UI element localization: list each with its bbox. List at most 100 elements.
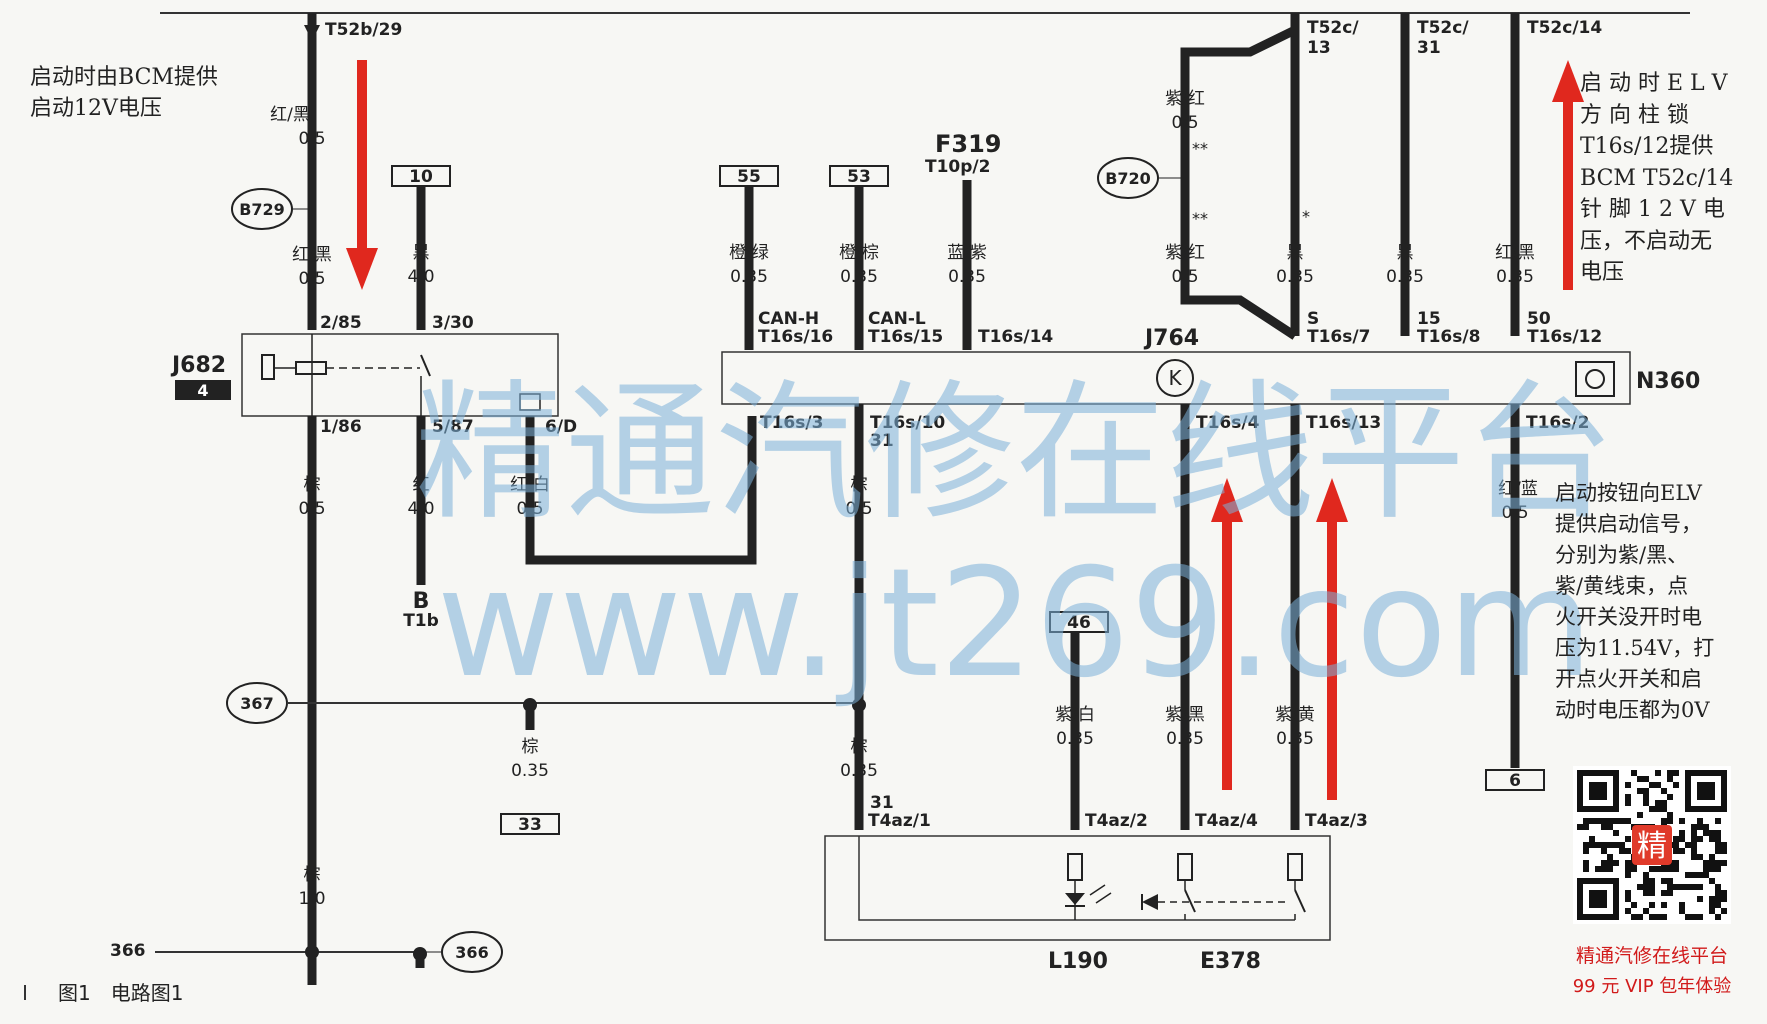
note-bcm-supply: 启动时由BCM提供 启动12V电压 <box>30 65 218 121</box>
wire-label-color: 红/黑 <box>270 105 310 125</box>
ref-box-53: 53 <box>829 165 889 187</box>
wire-label-size: 0.35 <box>840 267 878 287</box>
wire-label-color: 紫/黄 <box>1275 705 1315 725</box>
wire-label-color: 紫/红 <box>1165 89 1205 109</box>
svg-text:B720: B720 <box>1105 169 1151 188</box>
wire-6d <box>525 416 757 565</box>
wire-label-color: 紫/红 <box>1165 243 1205 263</box>
conn-t52c13-b: 13 <box>1307 38 1331 58</box>
wire-label-size: 0.35 <box>1276 729 1314 749</box>
marker-stars: ** <box>1192 209 1208 228</box>
wire-label-size: 0.35 <box>840 761 878 781</box>
pin-t16s8: T16s/8 <box>1417 327 1480 347</box>
junction <box>413 947 427 961</box>
pin-t16s10: T16s/10 <box>870 413 945 433</box>
pin-285: 2/85 <box>320 313 362 333</box>
label-can-l: CAN-L <box>868 309 926 329</box>
label-can-h: CAN-H <box>758 309 819 329</box>
pin-t4az1: T4az/1 <box>868 811 931 831</box>
qr-caption-2: 99 元 VIP 包年体验 <box>1573 976 1732 997</box>
red-arrow-up-elv <box>1552 60 1584 290</box>
junction <box>305 945 319 959</box>
wire-label-size: 0.5 <box>1501 503 1528 523</box>
pin-t4az2: T4az/2 <box>1085 811 1148 831</box>
red-arrow-down <box>346 60 378 290</box>
pin-t16s12: T16s/12 <box>1527 327 1602 347</box>
wire-label-size: 0.5 <box>1171 113 1198 133</box>
pin-t4az3: T4az/3 <box>1305 811 1368 831</box>
svg-text:55: 55 <box>737 167 761 187</box>
node-366-right: 366 <box>420 931 503 973</box>
ref-box-6: 6 <box>1485 769 1545 791</box>
pin-t16s2: T16s/2 <box>1526 413 1589 433</box>
junction <box>852 698 866 712</box>
component-j682: J682 <box>170 353 226 378</box>
component-l190: L190 <box>1048 949 1108 974</box>
wire-label-size: 0.35 <box>1056 729 1094 749</box>
watermark-title: 精通汽修在线平台 <box>415 367 1615 541</box>
wire-label-color: 橙/绿 <box>729 243 769 263</box>
wire-label-color: 黑 <box>1287 243 1304 263</box>
wire-label-color: 棕 <box>304 865 321 885</box>
ref-box-33: 33 <box>500 813 560 835</box>
svg-text:46: 46 <box>1067 613 1091 633</box>
wire-label-color: 红 <box>413 475 430 495</box>
wire-label-size: 0.5 <box>298 269 325 289</box>
wire-label-color: 棕 <box>851 737 868 757</box>
badge-j682: 4 <box>175 380 231 400</box>
wire-label-color: 紫/黑 <box>1165 705 1205 725</box>
marker-star: * <box>1302 207 1310 226</box>
node-b720: B720 <box>1097 157 1185 199</box>
pin-15: 15 <box>1417 309 1441 329</box>
pin-t16s13: T16s/13 <box>1306 413 1381 433</box>
pin-587: 5/87 <box>432 417 474 437</box>
watermark-url: www.jt269.com <box>437 537 1594 711</box>
wire-label-size: 0.5 <box>1171 267 1198 287</box>
svg-text:6: 6 <box>1509 771 1521 791</box>
wire-label-size: 4.0 <box>407 267 434 287</box>
wire-label-color: 红/黑 <box>292 245 332 265</box>
component-b: B <box>413 589 430 614</box>
wire-label-color: 黑 <box>1397 243 1414 263</box>
svg-text:10: 10 <box>409 167 433 187</box>
figure-caption: 图1 电路图1 <box>58 981 183 1005</box>
svg-text:4: 4 <box>197 381 208 400</box>
wire-purple-red <box>1180 25 1298 340</box>
wire-label-size: 0.5 <box>845 499 872 519</box>
wire-label-color: 蓝/紫 <box>947 243 987 263</box>
component-f319: F319 <box>935 130 1002 158</box>
pin-t16s7: T16s/7 <box>1307 327 1370 347</box>
svg-text:367: 367 <box>240 694 273 713</box>
ref-box-10: 10 <box>391 165 451 187</box>
pin-t16s16: T16s/16 <box>758 327 833 347</box>
wire-label-color: 紫/白 <box>1055 705 1095 725</box>
junction <box>523 698 537 712</box>
module-j764: K <box>721 351 1631 405</box>
wire-label-size: 4.0 <box>407 499 434 519</box>
conn-t52c14: T52c/14 <box>1527 18 1602 38</box>
marker-stars: ** <box>1192 139 1208 158</box>
wire-label-size: 0.5 <box>516 499 543 519</box>
wire-label-color: 黑 <box>413 243 430 263</box>
pin-t16s15: T16s/15 <box>868 327 943 347</box>
pin-t16s4: T16s/4 <box>1196 413 1260 433</box>
wire-label-size: 0.5 <box>298 499 325 519</box>
pin-t16s3: T16s/3 <box>760 413 823 433</box>
conn-t52c13-a: T52c/ <box>1307 18 1359 38</box>
svg-text:366: 366 <box>455 943 488 962</box>
red-arrow-up-signal-2 <box>1316 478 1348 800</box>
wire-label-size: 0.35 <box>1496 267 1534 287</box>
qr-code: 精 <box>1573 766 1731 924</box>
component-b-sub: T1b <box>403 611 439 631</box>
wire-label-color: 红/黑 <box>1495 243 1535 263</box>
relay-j682 <box>241 333 559 417</box>
wire-label-size: 0.5 <box>298 129 325 149</box>
svg-text:B729: B729 <box>239 200 285 219</box>
qr-caption-1: 精通汽修在线平台 <box>1576 945 1728 967</box>
pin-6d: 6/D <box>545 417 577 437</box>
note-start-button: 启动按钮向ELV 提供启动信号， 分别为紫/黑、 紫/黄线束，点 火开关没开时电… <box>1555 481 1715 722</box>
wire-label-size: 0.35 <box>1386 267 1424 287</box>
conn-t52b29: T52b/29 <box>325 20 402 40</box>
conn-t52c31-a: T52c/ <box>1417 18 1469 38</box>
